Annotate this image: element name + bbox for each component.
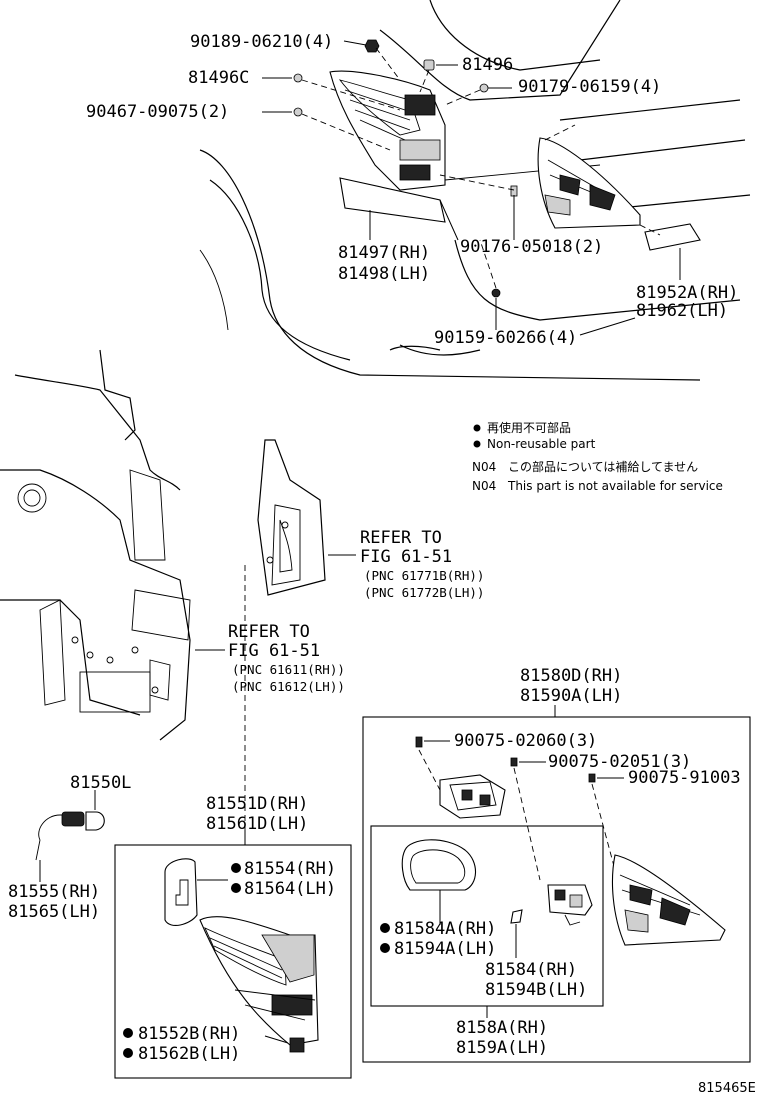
label-81594b-lh: 81594B(LH) [485,980,587,1000]
refer-label-2-pnc-rh: (PNC 61611(RH)) [232,662,345,677]
reflector-81497 [339,177,446,223]
back-door-lamp [537,137,701,251]
label-81498-lh: 81498(LH) [338,264,430,284]
label-81497-rh: 81497(RH) [338,243,430,263]
figure-code: 815465E [698,1081,756,1096]
label-81580d-rh: 81580D(RH) [520,666,622,686]
bulb-icon [85,811,105,831]
legend-jp-not-available: この部品については補給してません [508,459,698,474]
gasket-81554 [164,858,228,926]
label-90075-91003: 90075-91003 [628,768,741,788]
refer-label-2-fig: FIG 61-51 [228,641,320,661]
lamp-81580d [611,854,726,946]
vehicle-rear-body-outline [199,0,751,381]
legend-n04-code: N04 [472,460,496,474]
fasteners-top [293,39,518,298]
reflector-81952 [644,223,701,251]
non-reusable-dot-icon [380,923,390,933]
legend-en-not-available: This part is not available for service [507,479,723,493]
back-door-inner-panel [257,439,356,596]
legend-n04-code: N04 [472,479,496,493]
label-90176: 90176-05018(2) [460,237,603,257]
legend-en-nonreusable: Non-reusable part [487,437,596,451]
non-reusable-dot-icon [473,440,481,448]
non-reusable-dot-icon [123,1048,133,1058]
socket-81580d [547,884,593,926]
label-81594a-lh: 81594A(LH) [394,939,496,959]
label-81590a-lh: 81590A(LH) [520,686,622,706]
label-81496: 81496 [462,55,513,75]
screws-81580d [415,736,624,881]
label-81962-lh: 81962(LH) [636,301,728,321]
upper-rear-lamp-assembly [329,70,446,223]
non-reusable-dot-icon [123,1028,133,1038]
bracket-81580d [439,774,506,819]
refer-label-2-title: REFER TO [228,622,310,642]
label-90159: 90159-60266(4) [434,328,577,348]
box-81580d [362,716,751,1063]
socket-and-bulb [35,790,105,882]
label-90075-02051: 90075-02051(3) [548,752,691,772]
label-81554-rh: 81554(RH) [244,859,336,879]
refer-label-1-fig: FIG 61-51 [360,547,452,567]
label-81551d-rh: 81551D(RH) [206,794,308,814]
refer-label-1-pnc-lh: (PNC 61772B(LH)) [364,585,484,600]
refer-label-2-pnc-lh: (PNC 61612(LH)) [232,679,345,694]
non-reusable-dot-icon [231,883,241,893]
label-81496c: 81496C [188,68,249,88]
legend-jp-nonreusable: 再使用不可部品 [487,420,571,435]
gasket-81584a [401,839,477,925]
label-81552b-rh: 81552B(RH) [138,1024,240,1044]
label-90189: 90189-06210(4) [190,32,333,52]
label-90467: 90467-09075(2) [86,102,229,122]
box-81551d [114,844,352,1079]
quarter-inner-panel [0,349,246,840]
lamp-81551d [199,916,319,1053]
label-81565-lh: 81565(LH) [8,902,100,922]
label-90179: 90179-06159(4) [518,77,661,97]
legend: 再使用不可部品 Non-reusable part N04 この部品については補… [472,420,723,493]
label-8159a-lh: 8159A(LH) [456,1038,548,1058]
refer-label-1-title: REFER TO [360,528,442,548]
label-81584a-rh: 81584A(RH) [394,919,496,939]
label-81550l: 81550L [70,773,131,793]
label-90075-02060: 90075-02060(3) [454,731,597,751]
label-81584-rh: 81584(RH) [485,960,577,980]
leaders-top [262,40,681,336]
label-8158a-rh: 8158A(RH) [456,1018,548,1038]
label-81562b-lh: 81562B(LH) [138,1044,240,1064]
non-reusable-dot-icon [380,943,390,953]
lens-81584 [510,909,523,958]
label-81564-lh: 81564(LH) [244,879,336,899]
non-reusable-dot-icon [473,424,481,432]
label-81555-rh: 81555(RH) [8,882,100,902]
label-81952a-rh: 81952A(RH) [636,283,738,303]
label-81561d-lh: 81561D(LH) [206,814,308,834]
non-reusable-dot-icon [231,863,241,873]
refer-label-1-pnc-rh: (PNC 61771B(RH)) [364,568,484,583]
